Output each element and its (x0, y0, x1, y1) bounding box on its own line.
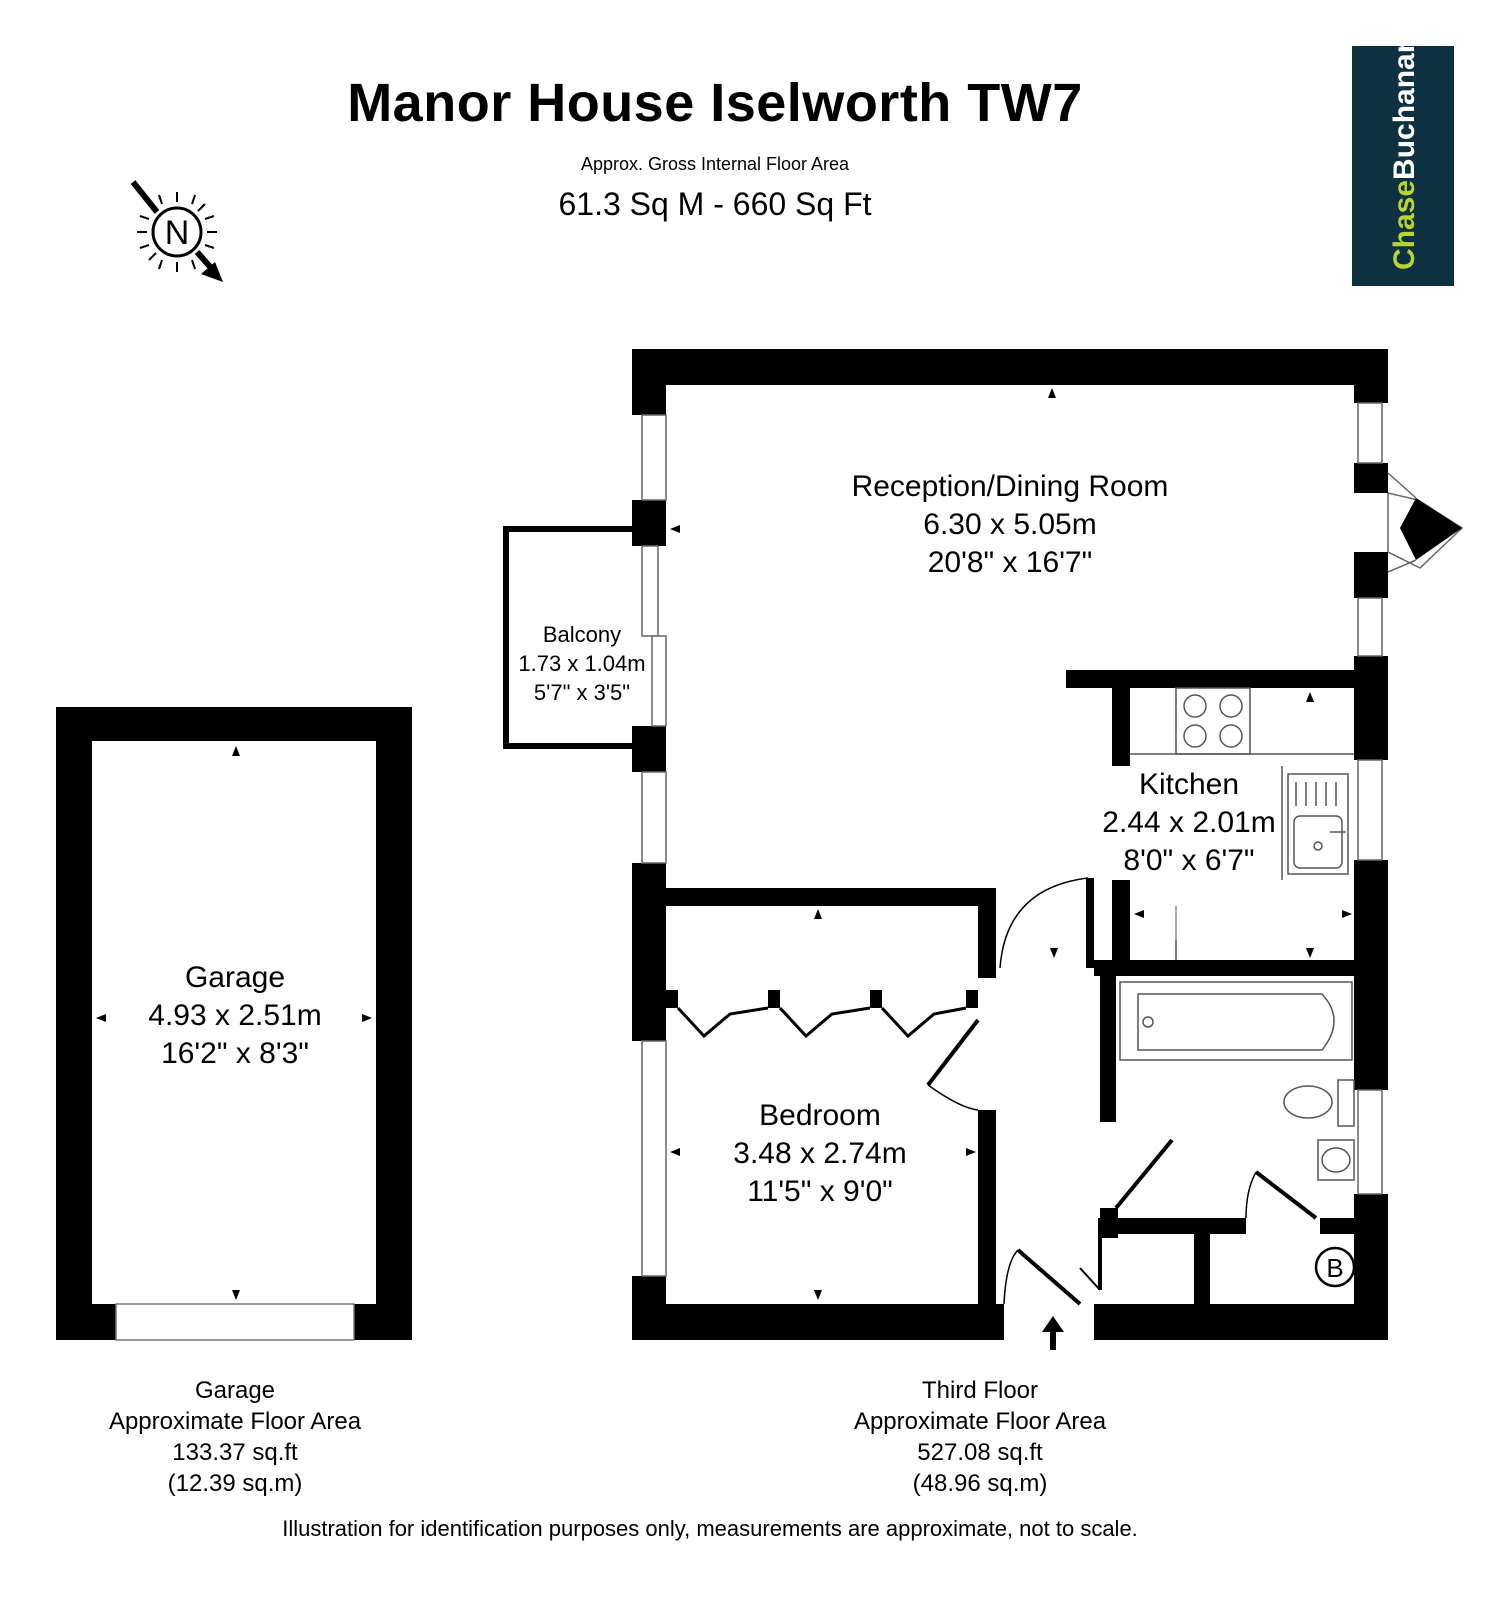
reception-imperial: 20'8" x 16'7" (927, 546, 1093, 579)
chase-buchanan-logo: ChaseBuchanan (1352, 46, 1454, 286)
garage-label: Garage 4.93 x 2.51m 16'2" x 8'3" (120, 959, 350, 1073)
flat-walls (632, 349, 1388, 1340)
floor-area-subtitle: Approx. Gross Internal Floor Area (580, 154, 850, 174)
reception-metric: 6.30 x 5.05m (923, 508, 1097, 541)
disclaimer: Illustration for identification purposes… (282, 1516, 1138, 1541)
compass-north-label: N (165, 214, 190, 252)
garage-imperial: 16'2" x 8'3" (161, 1037, 309, 1070)
dimension-arrows (96, 388, 1352, 1300)
kitchen-imperial: 8'0" x 6'7" (1123, 844, 1255, 877)
balcony-name: Balcony (542, 622, 622, 647)
compass-icon: N (130, 180, 223, 282)
bathroom-fittings (1119, 981, 1355, 1181)
garage-summary-title: Garage (194, 1377, 276, 1404)
kitchen-metric: 2.44 x 2.01m (1102, 806, 1276, 839)
svg-text:ChaseBuchanan: ChaseBuchanan (1388, 46, 1421, 270)
reception-label: Reception/Dining Room 6.30 x 5.05m 20'8"… (790, 468, 1230, 582)
floor-summary-title: Third Floor (921, 1377, 1039, 1404)
balcony-outline (503, 526, 632, 749)
reception-name: Reception/Dining Room (851, 470, 1169, 503)
logo-word-chase: Chase (1388, 180, 1421, 270)
boiler-label: B (1326, 1253, 1343, 1283)
bedroom-imperial: 11'5" x 9'0" (747, 1175, 893, 1208)
logo-word-buchanan: Buchanan (1388, 46, 1421, 180)
kitchen-fittings (1130, 687, 1354, 960)
floor-summary-sqft: 527.08 sq.ft (917, 1439, 1043, 1466)
bay-window (1354, 463, 1464, 582)
kitchen-label: Kitchen 2.44 x 2.01m 8'0" x 6'7" (1084, 766, 1294, 880)
boiler-marker: B (1314, 1246, 1356, 1288)
garage-metric: 4.93 x 2.51m (148, 999, 322, 1032)
kitchen-name: Kitchen (1138, 768, 1240, 801)
bedroom-label: Bedroom 3.48 x 2.74m 11'5" x 9'0" (700, 1097, 940, 1211)
balcony-metric: 1.73 x 1.04m (518, 651, 646, 676)
garage-summary-sqft: 133.37 sq.ft (172, 1439, 298, 1466)
garage-walls (56, 707, 412, 1340)
garage-summary-sqm: (12.39 sq.m) (167, 1470, 303, 1497)
garage-name: Garage (184, 961, 286, 994)
garage-summary-subtitle: Approximate Floor Area (108, 1408, 362, 1435)
floor-area-summary: Third Floor Approximate Floor Area 527.0… (820, 1375, 1140, 1499)
total-floor-area: 61.3 Sq M - 660 Sq Ft (558, 186, 872, 222)
doors (676, 877, 1318, 1306)
bedroom-metric: 3.48 x 2.74m (733, 1137, 907, 1170)
balcony-imperial: 5'7" x 3'5" (533, 680, 631, 705)
windows (641, 402, 1383, 1277)
floor-summary-subtitle: Approximate Floor Area (853, 1408, 1107, 1435)
entrance-arrow-icon (1042, 1316, 1064, 1350)
garage-door (115, 1303, 355, 1341)
bedroom-name: Bedroom (759, 1099, 881, 1132)
floor-summary-sqm: (48.96 sq.m) (912, 1470, 1048, 1497)
balcony-label: Balcony 1.73 x 1.04m 5'7" x 3'5" (512, 620, 652, 707)
page-title: Manor House Iselworth TW7 (347, 73, 1083, 133)
garage-area-summary: Garage Approximate Floor Area 133.37 sq.… (80, 1375, 390, 1499)
